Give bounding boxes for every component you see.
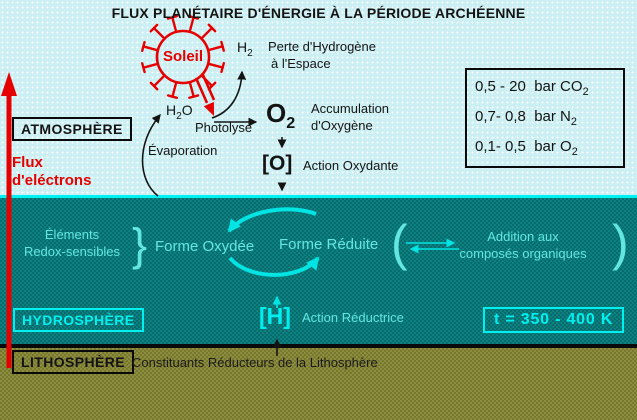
- photolysis-label: Photolyse: [195, 120, 253, 135]
- oxidizing-action-label: Action Oxydante: [303, 158, 399, 173]
- electron-flux-line1: Flux: [12, 154, 43, 171]
- hydrosphere-zone: [0, 198, 637, 344]
- pressure-row-n2: 0,7- 0,8 bar N2: [475, 108, 577, 128]
- redox-cycle-bottom-arrow: [228, 256, 320, 277]
- lithosphere-constituents-label: Constituants Réducteurs de la Lithosphèr…: [132, 355, 378, 370]
- evaporation-arrow: [141, 113, 161, 197]
- o2-label: O2: [266, 98, 296, 133]
- temperature-box: t = 350 - 400 K: [483, 307, 625, 333]
- h2o-label: H2O: [166, 102, 193, 122]
- atmosphere-zone-label: ATMOSPHÈRE: [12, 117, 132, 141]
- paren-close: ): [612, 215, 629, 271]
- hydrogen-loss-line2: à l'Espace: [271, 56, 331, 71]
- electron-flux-line2: d'eléctrons: [12, 172, 92, 189]
- pressure-box: 0,5 - 20 bar CO2 0,7- 0,8 bar N2 0,1- 0,…: [465, 68, 625, 168]
- solar-radiation-arrow: [194, 74, 216, 116]
- organic-addition-label: Addition aux composés organiques: [459, 229, 587, 261]
- lithosphere-zone-label: LITHOSPHÈRE: [12, 350, 134, 374]
- sun-label: Soleil: [162, 48, 203, 65]
- lithosphere-zone: [0, 348, 637, 420]
- h2-label: H2: [237, 39, 253, 59]
- reduced-form-label: Forme Réduite: [279, 236, 379, 253]
- hydrogen-loss-line1: Perte d'Hydrogène: [268, 39, 376, 54]
- atmosphere-zone: [0, 0, 637, 195]
- evaporation-label: Évaporation: [148, 143, 218, 158]
- hydrosphere-zone-label: HYDROSPHÈRE: [13, 308, 144, 332]
- oxygen-accumulation-line2: d'Oxygène: [311, 118, 373, 133]
- redox-brace: }: [132, 219, 148, 270]
- electron-flux-arrow: [1, 72, 17, 368]
- atomic-hydrogen-label: [H]: [259, 303, 291, 329]
- ocean-surface-line: [0, 195, 637, 198]
- redox-cycle-top-arrow: [227, 207, 317, 233]
- oxidized-form-label: Forme Oxydée: [155, 238, 255, 255]
- diagram-title: FLUX PLANÉTAIRE D'ÉNERGIE À LA PÉRIODE A…: [111, 5, 526, 21]
- lithosphere-boundary-line: [0, 344, 637, 348]
- oxygen-accumulation-line1: Accumulation: [311, 101, 390, 116]
- pressure-row-co2: 0,5 - 20 bar CO2: [475, 78, 589, 98]
- hydrogen-escape-arrow: [211, 70, 247, 119]
- reducing-action-label: Action Réductrice: [302, 310, 404, 325]
- redox-elements-label: Éléments Redox-sensibles: [23, 227, 121, 259]
- sun-icon: [141, 15, 225, 99]
- atomic-oxygen-label: [O]: [262, 152, 293, 175]
- pressure-row-o2: 0,1- 0,5 bar O2: [475, 138, 578, 158]
- paren-open: (: [391, 215, 408, 271]
